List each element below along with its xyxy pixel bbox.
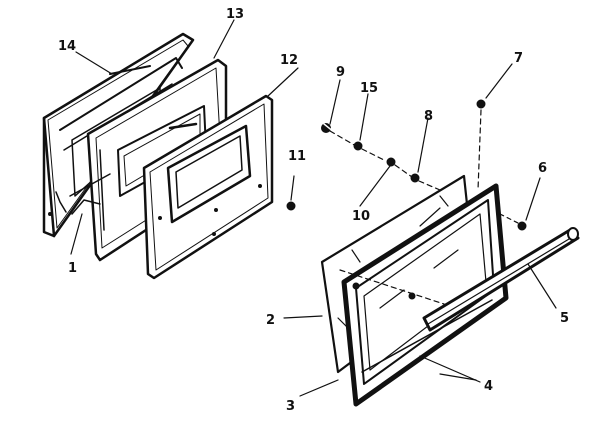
label-7: 7 — [514, 51, 523, 66]
label-14: 14 — [58, 39, 76, 54]
label-4: 4 — [484, 379, 493, 394]
part-12-door-panel — [142, 94, 274, 280]
label-15: 15 — [360, 81, 378, 96]
label-11: 11 — [288, 149, 306, 164]
part-5-handle — [422, 227, 580, 332]
part-labels: 14 13 12 11 9 15 8 7 6 10 1 2 3 4 5 — [58, 7, 569, 414]
label-3: 3 — [286, 399, 295, 414]
label-10: 10 — [352, 209, 370, 224]
label-9: 9 — [336, 65, 345, 80]
part-4-door-frame — [341, 183, 509, 407]
label-8: 8 — [424, 109, 433, 124]
label-13: 13 — [226, 7, 244, 22]
hardware-screws — [321, 79, 441, 207]
part-6-screw — [499, 177, 541, 231]
label-1: 1 — [68, 261, 77, 276]
part-11-screw — [286, 175, 296, 211]
leader-lines — [70, 19, 481, 397]
label-6: 6 — [538, 161, 547, 176]
label-2: 2 — [266, 313, 275, 328]
label-5: 5 — [560, 311, 569, 326]
label-12: 12 — [280, 53, 298, 68]
part-7-screw — [476, 63, 513, 191]
